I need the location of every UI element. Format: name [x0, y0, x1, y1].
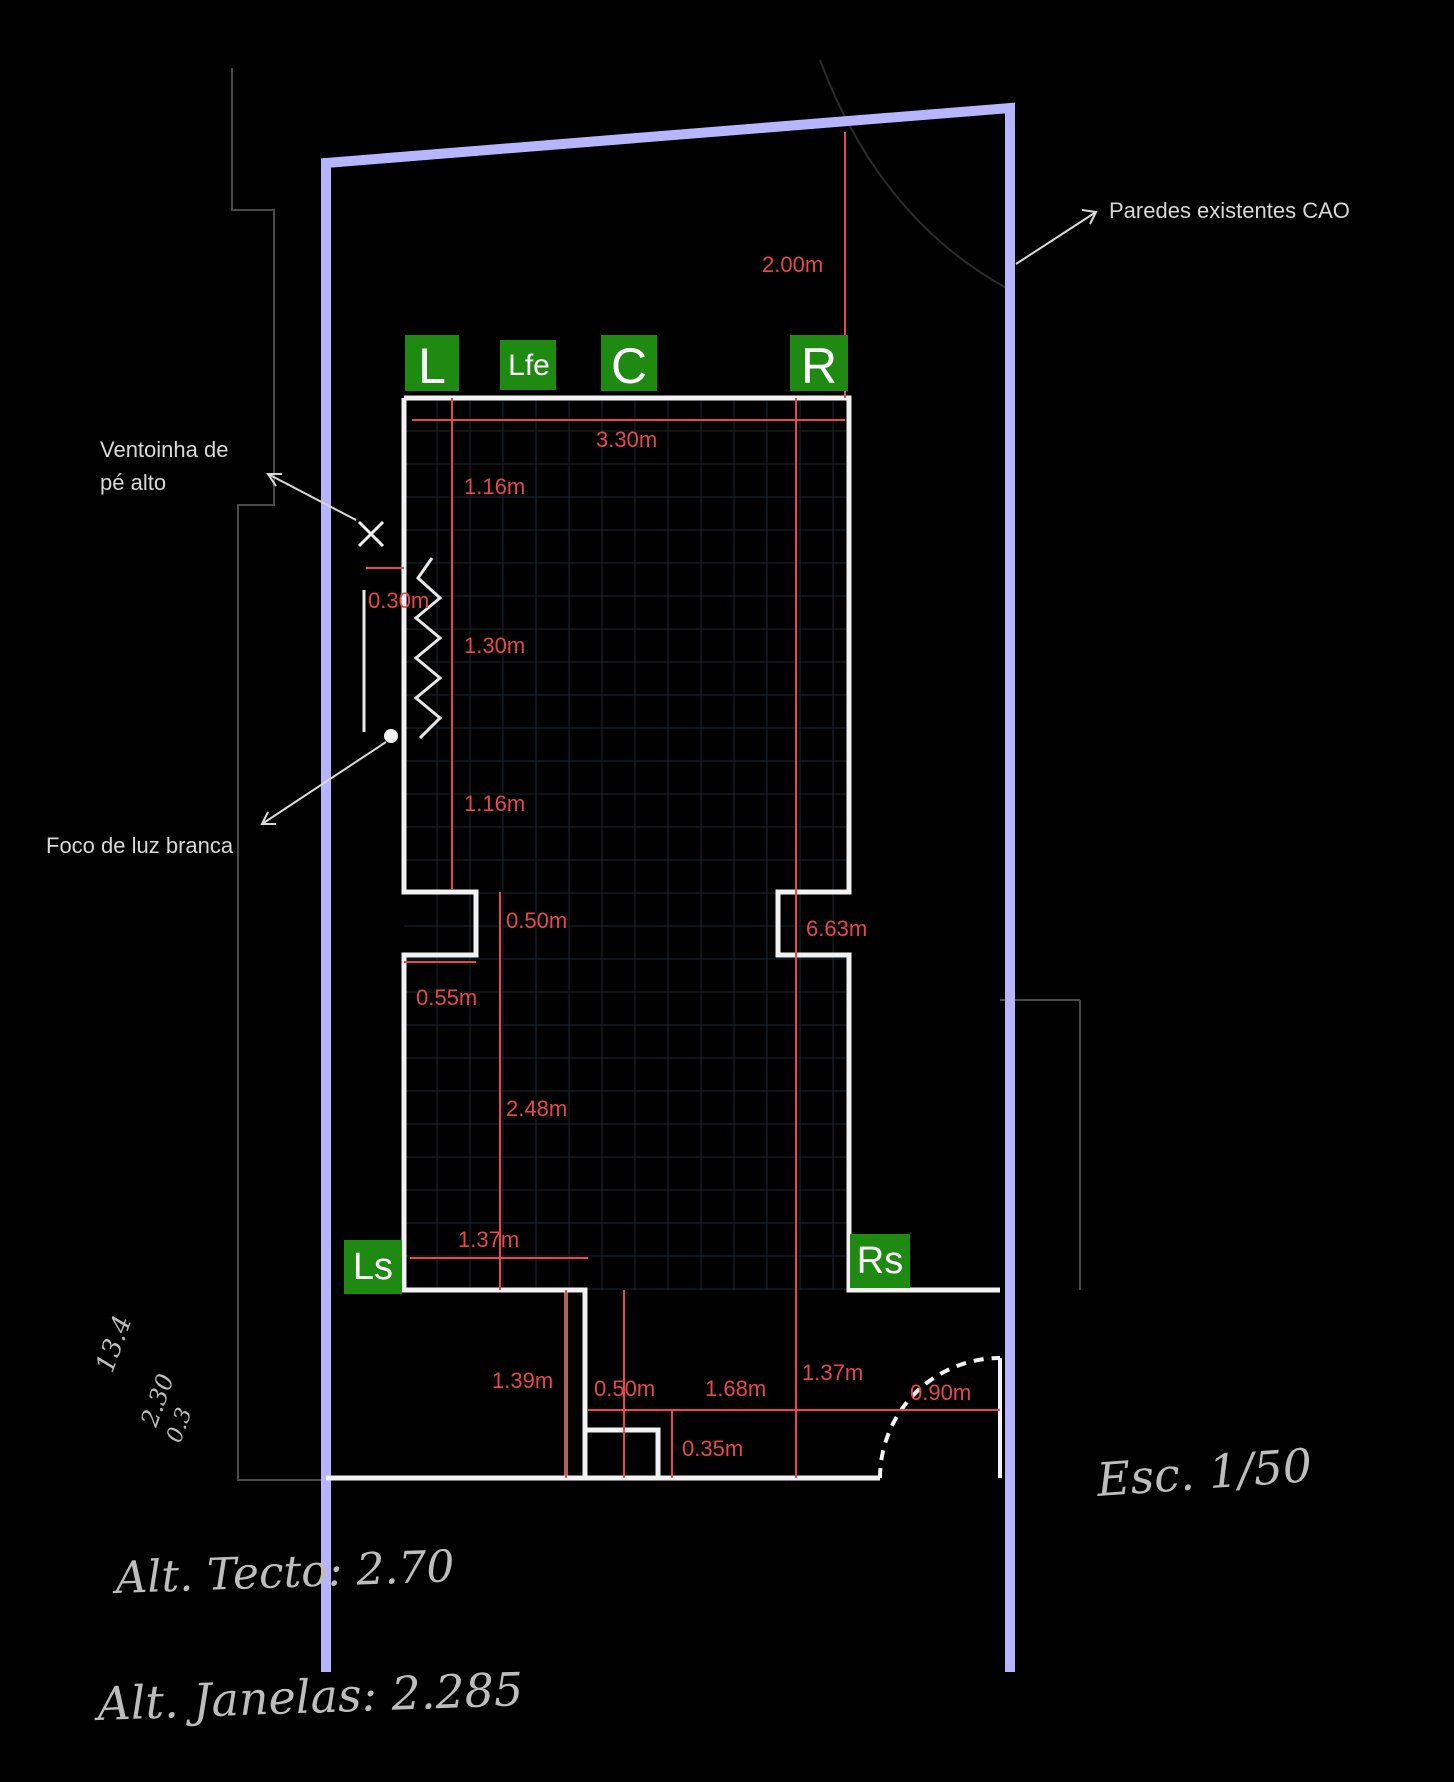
fan-x-line-2 — [357, 520, 385, 548]
dim-left-middle: 1.30m — [464, 633, 525, 658]
dim-rear-width: 1.37m — [458, 1227, 519, 1252]
sketch-arc — [819, 59, 1011, 291]
speaker-r: R — [790, 335, 848, 394]
curtain — [362, 557, 443, 740]
dim-top-offset: 2.00m — [762, 252, 823, 277]
speaker-ls-label: Ls — [353, 1246, 393, 1288]
room-step — [585, 1427, 661, 1478]
speaker-lfe: Lfe — [500, 340, 556, 390]
dim-curtain-offset: 0.30m — [368, 588, 429, 613]
curtain-zigzag — [413, 557, 443, 740]
dim-left-back: 2.48m — [506, 1096, 567, 1121]
speaker-lfe-label: Lfe — [508, 349, 550, 382]
dimension-lines — [366, 132, 1000, 1478]
speaker-rs: Rs — [850, 1234, 910, 1288]
fan-arrowhead — [266, 473, 282, 487]
speaker-rs-label: Rs — [857, 1240, 903, 1282]
spotlight-label: Foco de luz branca — [46, 833, 234, 858]
dim-notch-width: 0.55m — [416, 985, 477, 1010]
ceiling-height-note: Alt. Tecto: 2.70 — [111, 1541, 456, 1604]
dim-corridor-span: 1.68m — [705, 1376, 766, 1401]
existing-walls-arrow — [1015, 211, 1097, 265]
existing-walls-arrowhead — [1081, 209, 1098, 225]
spotlight-arrowhead — [260, 811, 276, 825]
speaker-r-label: R — [801, 338, 837, 394]
speaker-r-badge — [790, 335, 848, 391]
fan-label-line2: pé alto — [100, 470, 166, 495]
speaker-c: C — [601, 335, 657, 394]
existing-walls — [321, 102, 1015, 1672]
speaker-l-badge — [405, 335, 459, 391]
dim-corridor-depth: 1.39m — [492, 1368, 553, 1393]
door-swing-arc — [878, 1356, 1001, 1479]
fan-marker — [357, 520, 385, 548]
annotations: Paredes existentes CAO Ventoinha de pé a… — [46, 198, 1350, 858]
dim-right-corridor: 1.37m — [802, 1360, 863, 1385]
dim-room-length: 6.63m — [806, 916, 867, 941]
room-outline-upper — [404, 395, 1000, 1293]
spotlight-arrow — [261, 741, 387, 825]
spotlight-marker — [384, 729, 398, 743]
speaker-rs-badge — [850, 1234, 910, 1288]
dimension-labels: 2.00m 3.30m 1.16m 0.30m 1.30m 1.16m 0.50… — [368, 252, 971, 1461]
fan-label-line1: Ventoinha de — [100, 437, 228, 462]
dim-step: 0.35m — [682, 1436, 743, 1461]
existing-walls-label: Paredes existentes CAO — [1109, 198, 1350, 223]
dim-door-width: 0.90m — [910, 1380, 971, 1405]
speaker-c-label: C — [611, 338, 647, 394]
speakers: L Lfe C R Ls Rs — [344, 335, 910, 1294]
speaker-ls-badge — [344, 1240, 402, 1294]
dim-left-upper: 1.16m — [464, 474, 525, 499]
door — [878, 1356, 1002, 1479]
room-outline-left — [401, 398, 880, 1481]
dim-left-lower: 1.16m — [464, 791, 525, 816]
dim-notch-depth: 0.50m — [506, 908, 567, 933]
room-grid — [404, 398, 849, 1290]
sketch-wall-left — [231, 68, 326, 1481]
speaker-ls: Ls — [344, 1240, 402, 1294]
fan-arrow — [267, 473, 357, 521]
speaker-lfe-badge — [500, 340, 556, 390]
dim-door-gap: 0.50m — [594, 1376, 655, 1401]
speaker-l: L — [405, 335, 459, 394]
dim-front-width: 3.30m — [596, 427, 657, 452]
speaker-l-label: L — [418, 338, 446, 394]
speaker-c-badge — [601, 335, 657, 391]
